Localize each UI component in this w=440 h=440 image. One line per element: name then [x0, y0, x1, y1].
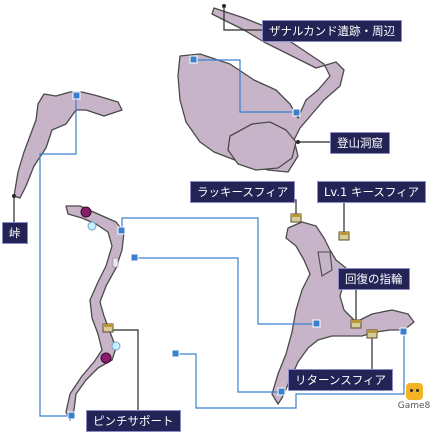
game8-logo-icon	[406, 383, 423, 400]
route-marker[interactable]	[67, 411, 76, 420]
route-summit-to-cave	[194, 59, 297, 113]
leader-zanarkand	[223, 6, 262, 31]
terrain-pass-path	[13, 91, 123, 199]
label-mountain-cave: 登山洞窟	[330, 132, 390, 154]
label-lv1-key-sphere: Lv.1 キースフィア	[317, 181, 427, 203]
label-healing-ring: 回復の指輪	[338, 268, 410, 290]
route-pass-to-lowerleft	[39, 96, 77, 417]
route-marker[interactable]	[171, 349, 180, 358]
route-pass-to-lowerleft-2	[121, 217, 316, 325]
chest-icon[interactable]	[338, 231, 350, 241]
chest-icon[interactable]	[290, 213, 302, 223]
leader-dots	[12, 4, 300, 198]
terrain	[13, 7, 415, 421]
label-pinch-support: ピンチサポート	[86, 410, 181, 432]
terrain-alcove	[317, 251, 333, 277]
route-marker[interactable]	[117, 226, 126, 235]
route-marker[interactable]	[399, 327, 408, 336]
chest-icon[interactable]	[366, 329, 378, 339]
enemy-markers	[80, 206, 112, 364]
label-zanarkand: ザナルカンド遺跡・周辺	[262, 20, 403, 42]
stone-icon	[112, 257, 119, 268]
route-markers	[67, 55, 408, 420]
route-marker[interactable]	[189, 55, 198, 64]
label-pass: 峠	[2, 222, 28, 244]
terrain-lower-left-path	[65, 205, 125, 421]
route-marker[interactable]	[292, 108, 301, 117]
crystal-icon[interactable]	[111, 341, 121, 351]
chest-icon[interactable]	[350, 319, 362, 329]
route-marker[interactable]	[130, 253, 139, 262]
game8-watermark-text: Game8	[397, 401, 431, 411]
route-lines	[39, 59, 405, 417]
terrain-cave-chamber	[227, 121, 297, 171]
route-mid-to-right	[134, 257, 282, 393]
route-bottom-to-right	[176, 332, 405, 409]
leader-lines	[13, 6, 373, 410]
label-return-sphere: リターンスフィア	[288, 369, 393, 391]
label-lucky-sphere: ラッキースフィア	[190, 181, 296, 203]
save-points	[87, 221, 121, 351]
enemy-marker-icon[interactable]	[80, 206, 92, 218]
enemy-marker-icon[interactable]	[100, 352, 112, 364]
route-marker[interactable]	[277, 387, 286, 396]
route-marker[interactable]	[72, 91, 81, 100]
treasure-chests	[102, 213, 378, 339]
chest-icon[interactable]	[102, 323, 114, 333]
crystal-icon[interactable]	[87, 221, 97, 231]
game8-logo: Game8	[394, 383, 434, 413]
leader-pinch	[108, 329, 139, 410]
route-marker[interactable]	[312, 319, 321, 328]
terrain-details	[317, 251, 333, 277]
